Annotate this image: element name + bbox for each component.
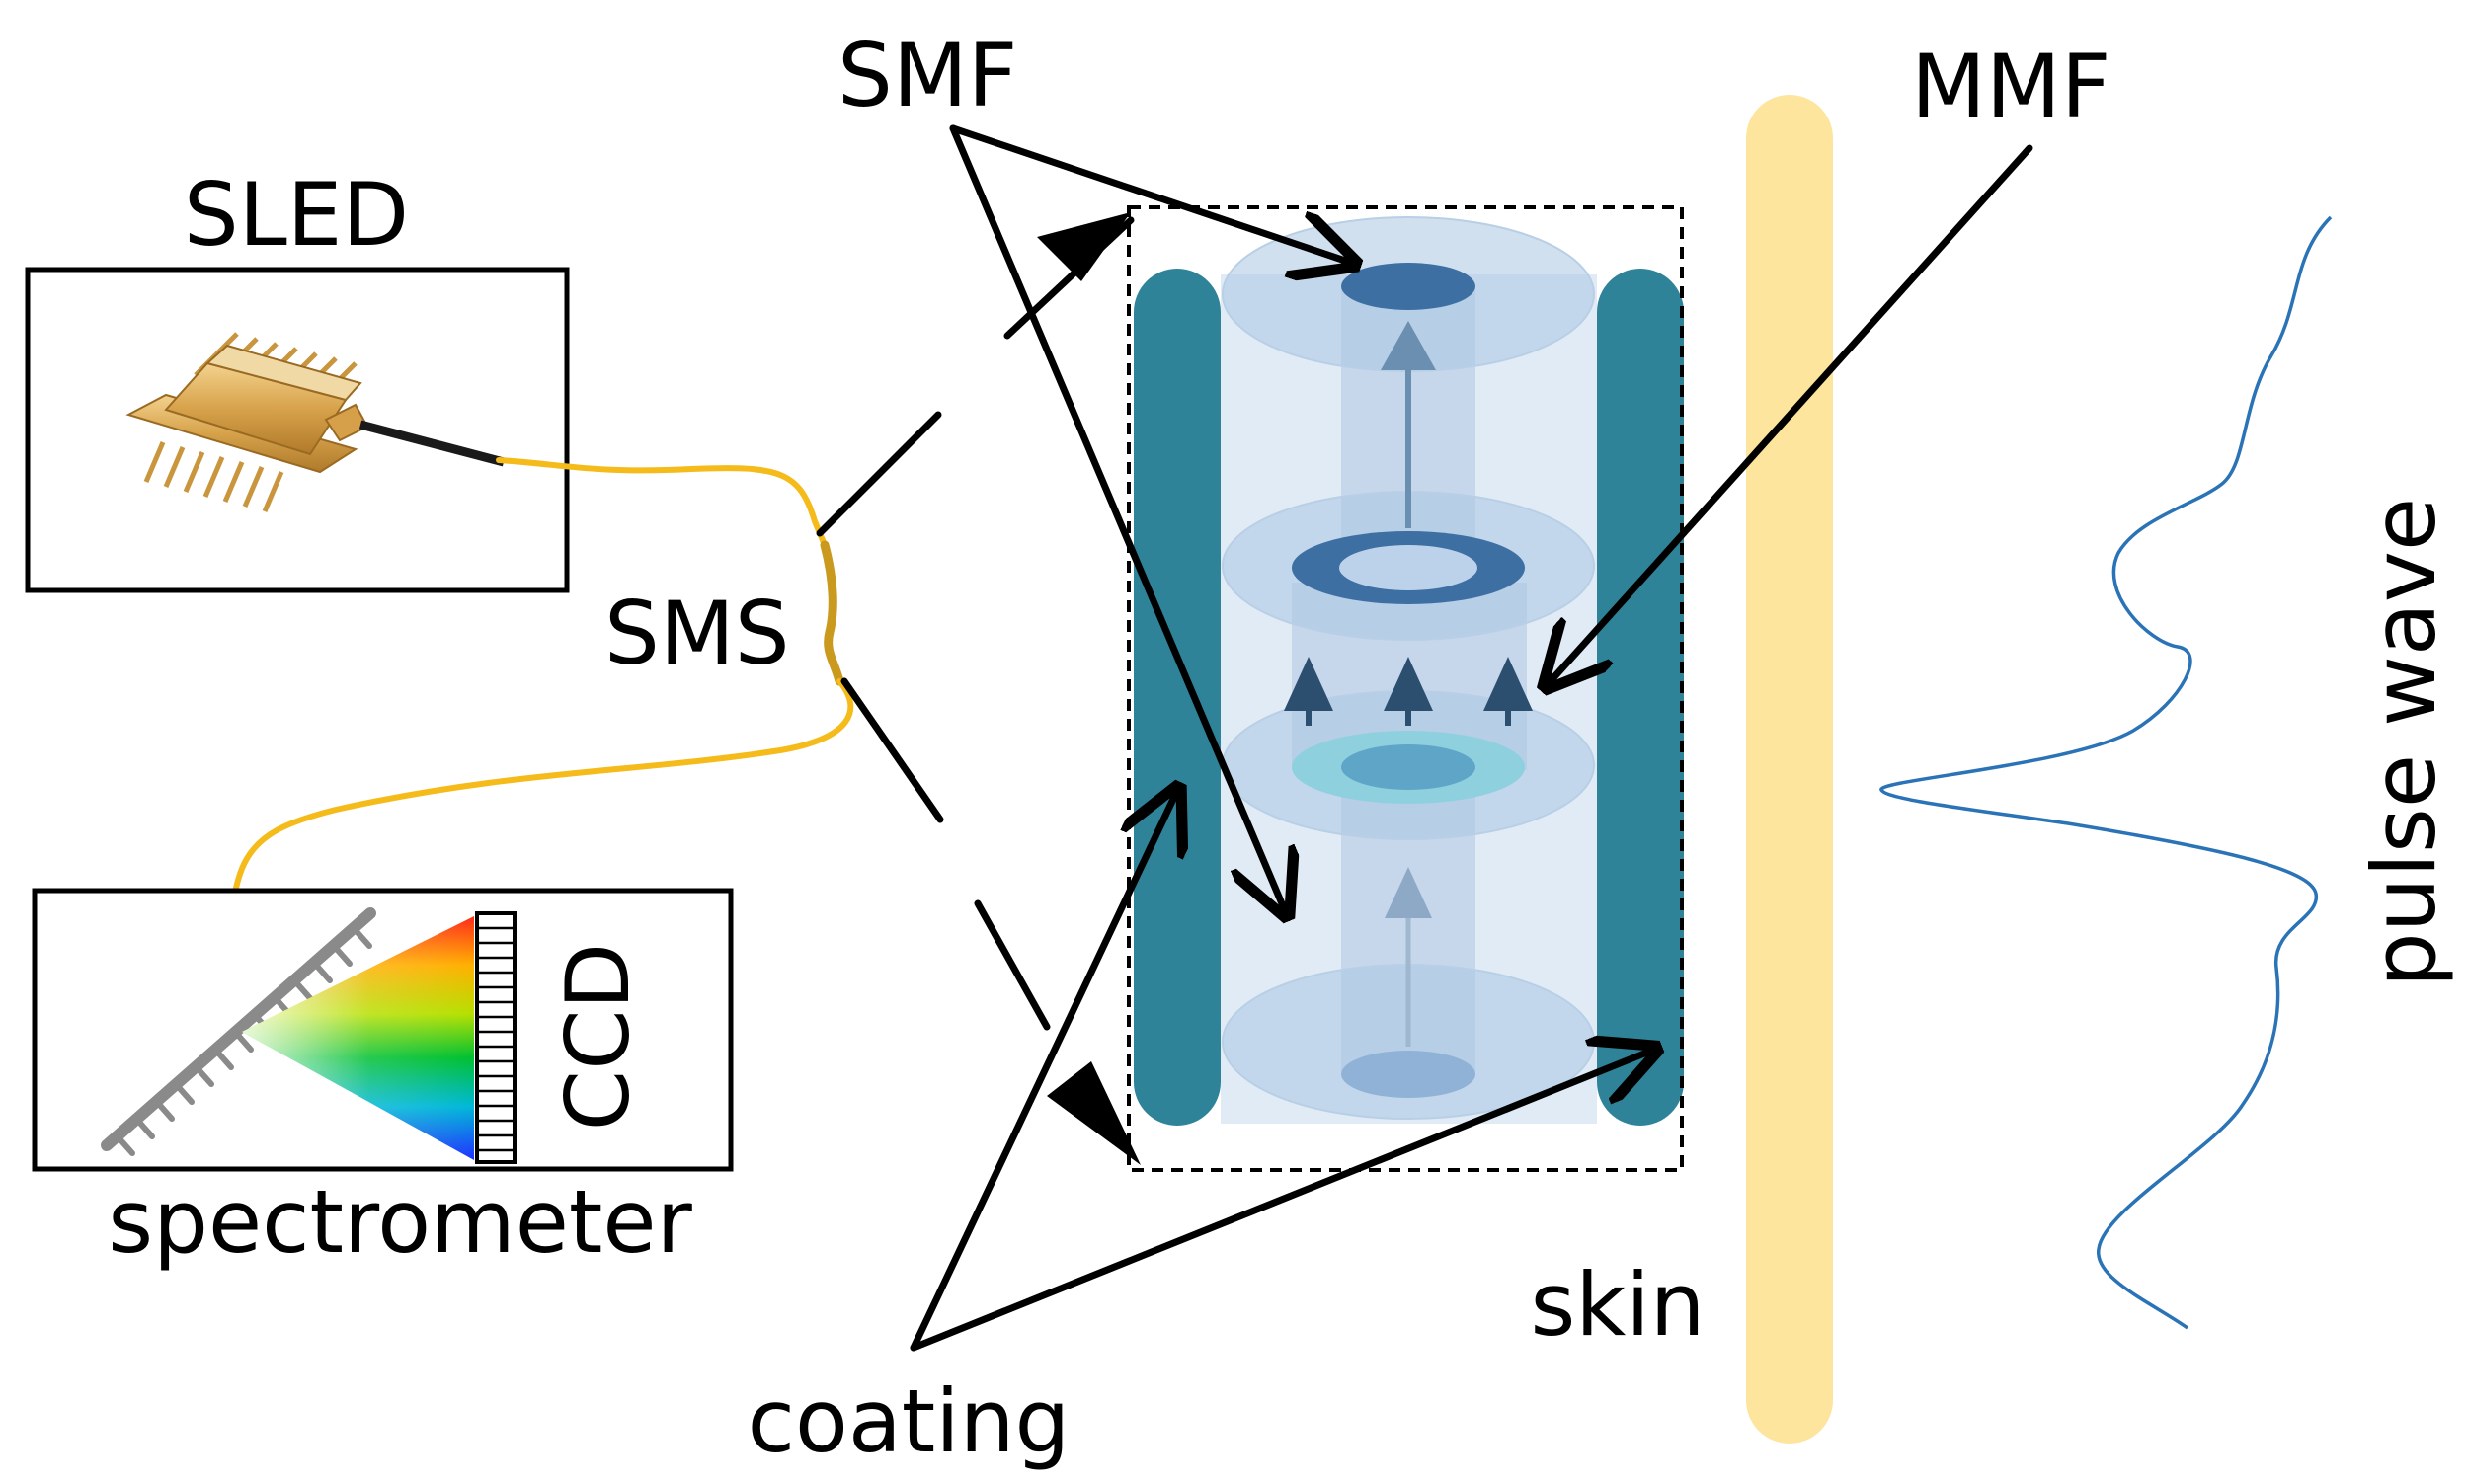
sms-fiber-section xyxy=(820,540,844,686)
coating-label: coating xyxy=(748,1370,1071,1472)
sms-label: SMS xyxy=(604,583,790,684)
sled-label: SLED xyxy=(184,164,409,266)
mmf-label: MMF xyxy=(1911,36,2110,137)
smf-pointers xyxy=(949,124,1348,908)
mmf-pointer xyxy=(1551,144,2033,681)
mmf-light-core xyxy=(1341,744,1475,790)
magnifier-lines xyxy=(816,216,1135,1031)
ccd-array-icon xyxy=(475,911,517,1164)
pulse-wave-curve xyxy=(1879,215,2333,1330)
sled-chip-icon xyxy=(125,332,506,512)
magnifier-arrowhead-bottom xyxy=(1047,1061,1141,1165)
smf-core-disk-bottom xyxy=(1341,1051,1475,1098)
coating-left xyxy=(1134,269,1221,1126)
spectrum-icon xyxy=(242,916,474,1160)
zoom-box xyxy=(1127,205,1684,1172)
coating-right xyxy=(1597,269,1684,1126)
skin-label: skin xyxy=(1530,1254,1705,1356)
light-propagation-arrows xyxy=(1284,321,1533,1047)
sensor-zoom xyxy=(1127,205,1684,1172)
fiber-to-sled xyxy=(496,457,828,548)
smf-core-disk-top xyxy=(1341,263,1475,310)
magnifier-arrowhead-top xyxy=(1037,212,1131,281)
fiber-to-spectrometer xyxy=(224,678,854,990)
coating-pointers xyxy=(910,795,1649,1352)
mmf-core-ring-hole xyxy=(1339,545,1477,590)
spectrometer-label: spectrometer xyxy=(108,1171,692,1273)
pulse-wave-label: pulse wave xyxy=(2353,498,2455,987)
ccd-label: CCD xyxy=(547,943,649,1132)
smf-label: SMF xyxy=(837,25,1017,126)
